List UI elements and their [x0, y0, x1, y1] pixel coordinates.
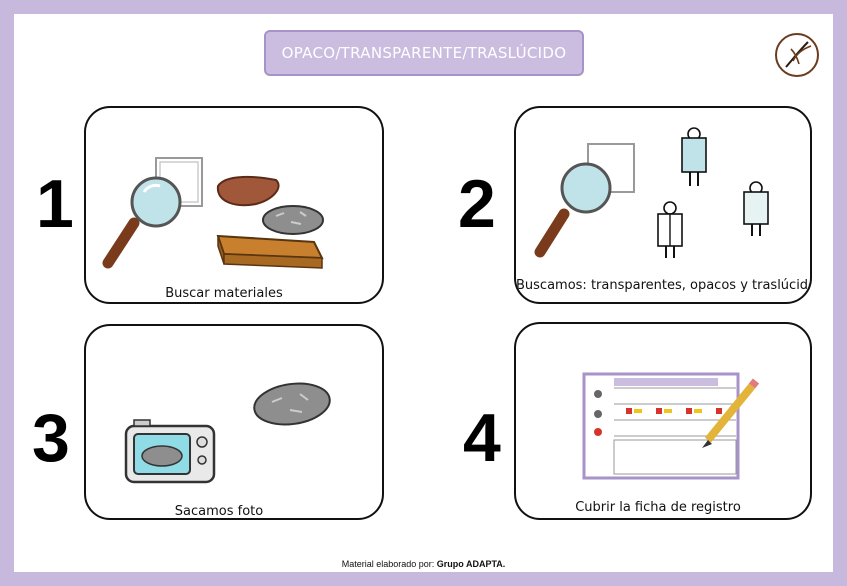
step-card-4: Cubrir la ficha de registro — [514, 322, 812, 520]
step-number-3: 3 — [32, 400, 70, 476]
page-title: OPACO/TRANSPARENTE/TRASLÚCIDO — [264, 30, 584, 76]
step-card-3: Sacamos foto — [84, 324, 384, 520]
stone-icon — [253, 382, 331, 426]
step-number-1: 1 — [36, 166, 74, 242]
step-caption-1: Buscar materiales — [165, 286, 283, 301]
wood-plank-icon — [216, 234, 324, 269]
credit-prefix: Material elaborado por: — [341, 559, 437, 569]
step-card-2: Buscamos: transparentes, opacos y traslú… — [514, 106, 812, 304]
person-transparent-icon — [681, 127, 707, 186]
rock-icon — [216, 175, 280, 207]
step-number-4: 4 — [463, 400, 501, 476]
person-translucent-icon — [743, 181, 769, 236]
camera-icon — [124, 419, 216, 484]
pencil-icon — [702, 378, 760, 448]
logo-icon — [775, 33, 819, 77]
person-opaque-icon — [657, 201, 683, 258]
record-sheet-icon — [582, 372, 740, 480]
credit-footer: Material elaborado por: Grupo ADAPTA. — [0, 559, 847, 569]
step-number-2: 2 — [458, 166, 496, 242]
magnifier-icon — [534, 162, 612, 258]
step-caption-2: Buscamos: transparentes, opacos y traslú… — [516, 278, 812, 293]
step-card-1: Buscar materiales — [84, 106, 384, 304]
step-caption-3: Sacamos foto — [174, 504, 264, 519]
stone-icon — [262, 205, 324, 235]
magnifier-icon — [102, 176, 182, 269]
step-caption-4: Cubrir la ficha de registro — [575, 500, 741, 515]
credit-author: Grupo ADAPTA. — [436, 559, 506, 569]
